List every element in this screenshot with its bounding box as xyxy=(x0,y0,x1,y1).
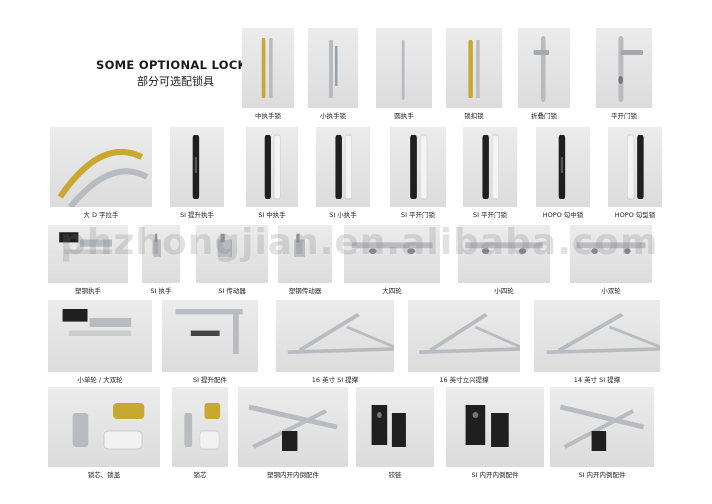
product-item: 圆执手 xyxy=(376,28,432,122)
handle-black-icon xyxy=(536,127,590,207)
product-item: SI 内开内倒配件 xyxy=(550,387,654,481)
product-caption: 塑钢内开内倒配件 xyxy=(267,471,319,479)
parts-kit-icon xyxy=(550,387,654,467)
product-item: SI 平开门锁 xyxy=(463,127,517,221)
product-item: 锁芯 xyxy=(172,387,228,481)
product-item: 大 D 字拉手 xyxy=(50,127,152,221)
product-caption: SI 平开门锁 xyxy=(472,211,508,219)
handle-black-white-icon xyxy=(316,127,370,207)
lever-plate-icon xyxy=(518,28,570,108)
product-item: 小单轮 / 大双轮 xyxy=(48,300,152,386)
product-item: SI 内开内倒配件 xyxy=(446,387,544,481)
watermark: phzhongjian.en.alibaba.com xyxy=(60,222,659,263)
product-item: SI 平开门锁 xyxy=(390,127,446,221)
hardware-mix-icon xyxy=(48,300,152,372)
product-caption: SI 提升执手 xyxy=(179,211,215,219)
product-caption: 锁扣锁 xyxy=(464,112,484,120)
product-item: 中执手锁 xyxy=(242,28,294,122)
product-item: 塑钢传动器 xyxy=(278,225,332,297)
handle-silver-icon xyxy=(308,28,358,108)
product-caption: HOPO 勾中锁 xyxy=(542,211,584,219)
product-caption: SI 执手 xyxy=(150,287,172,295)
parts-kit-icon xyxy=(238,387,348,467)
product-item: SI 小执手 xyxy=(316,127,370,221)
product-caption: 平开门锁 xyxy=(611,112,637,120)
product-item: 折叠门锁 xyxy=(518,28,570,122)
lock-cylinder-icon xyxy=(48,387,160,467)
product-item: 锁芯、锁盖 xyxy=(48,387,160,481)
product-item: 平开门锁 xyxy=(596,28,652,122)
product-caption: 锁芯、锁盖 xyxy=(87,471,121,479)
handle-slim-icon xyxy=(376,28,432,108)
friction-stay-icon xyxy=(276,300,394,372)
handle-black-white-icon xyxy=(390,127,446,207)
product-caption: HOPO 勾型锁 xyxy=(614,211,656,219)
small-part-icon xyxy=(278,225,332,283)
product-caption: 16 英寸立兴提撑 xyxy=(439,376,489,384)
product-caption: 大 D 字拉手 xyxy=(83,211,119,219)
header-title-en: SOME OPTIONAL LOCKS xyxy=(96,58,256,72)
product-caption: 塑钢传动器 xyxy=(288,287,322,295)
handle-black-white-icon xyxy=(463,127,517,207)
product-item: 小执手锁 xyxy=(308,28,358,122)
header-title-cn: 部分可选配锁具 xyxy=(137,75,214,88)
product-caption: SI 传动器 xyxy=(218,287,246,295)
product-item: 锁扣锁 xyxy=(446,28,502,122)
product-caption: 小执手锁 xyxy=(320,112,346,120)
product-item: 塑钢执手 xyxy=(48,225,128,297)
hinge-set-icon xyxy=(446,387,544,467)
product-item: 小四轮 xyxy=(458,225,550,297)
product-caption: 小双轮 xyxy=(601,287,621,295)
product-caption: 16 英寸 SI 提撑 xyxy=(311,376,359,384)
product-caption: 大四轮 xyxy=(382,287,402,295)
product-item: SI 执手 xyxy=(142,225,180,297)
hinge-set-icon xyxy=(356,387,434,467)
corner-bracket-icon xyxy=(162,300,258,372)
product-item: SI 中执手 xyxy=(246,127,298,221)
product-caption: 中执手锁 xyxy=(255,112,281,120)
product-caption: SI 中执手 xyxy=(258,211,286,219)
product-caption: 折叠门锁 xyxy=(531,112,557,120)
product-caption: 小四轮 xyxy=(494,287,514,295)
product-caption: SI 小执手 xyxy=(329,211,357,219)
product-item: 16 英寸 SI 提撑 xyxy=(276,300,394,386)
roller-rail-icon xyxy=(458,225,550,283)
product-item: 16 英寸立兴提撑 xyxy=(408,300,520,386)
handle-gold-latch-icon xyxy=(446,28,502,108)
handle-black-white-icon xyxy=(246,127,298,207)
small-part-icon xyxy=(142,225,180,283)
product-caption: SI 平开门锁 xyxy=(400,211,436,219)
product-item: HOPO 勾中锁 xyxy=(536,127,590,221)
handle-pair-gold-icon xyxy=(242,28,294,108)
friction-stay-icon xyxy=(534,300,660,372)
roller-rail-icon xyxy=(570,225,652,283)
product-item: HOPO 勾型锁 xyxy=(608,127,662,221)
product-item: SI 提升配件 xyxy=(162,300,258,386)
product-item: 大四轮 xyxy=(344,225,440,297)
handle-black-icon xyxy=(170,127,224,207)
product-item: 铰链 xyxy=(356,387,434,481)
product-caption: 圆执手 xyxy=(394,112,414,120)
roller-rail-icon xyxy=(344,225,440,283)
small-part-icon xyxy=(196,225,268,283)
product-item: 小双轮 xyxy=(570,225,652,297)
product-item: 14 英寸 SI 提撑 xyxy=(534,300,660,386)
product-item: SI 提升执手 xyxy=(170,127,224,221)
product-caption: 14 英寸 SI 提撑 xyxy=(573,376,621,384)
product-caption: SI 内开内倒配件 xyxy=(578,471,626,479)
d-pull-handles-icon xyxy=(50,127,152,207)
lock-cylinder-icon xyxy=(172,387,228,467)
product-item: SI 传动器 xyxy=(196,225,268,297)
product-item: 塑钢内开内倒配件 xyxy=(238,387,348,481)
product-caption: SI 提升配件 xyxy=(192,376,228,384)
handle-white-black-icon xyxy=(608,127,662,207)
hardware-mix-icon xyxy=(48,225,128,283)
friction-stay-icon xyxy=(408,300,520,372)
product-caption: SI 内开内倒配件 xyxy=(471,471,519,479)
product-caption: 铰链 xyxy=(388,471,402,479)
product-caption: 小单轮 / 大双轮 xyxy=(77,376,123,384)
product-caption: 锁芯 xyxy=(193,471,207,479)
lever-plate-knob-icon xyxy=(596,28,652,108)
product-caption: 塑钢执手 xyxy=(75,287,101,295)
